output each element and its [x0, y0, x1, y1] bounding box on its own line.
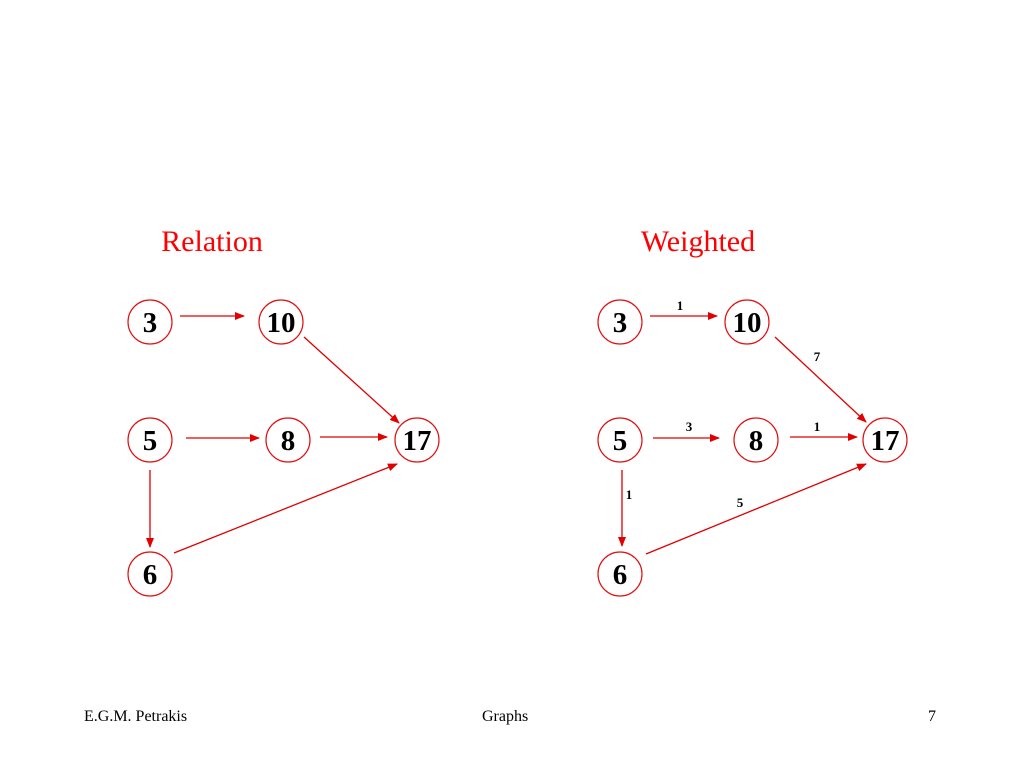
edge-weight-5-to-6: 1 — [626, 487, 633, 502]
weighted-graph-title: Weighted — [641, 225, 755, 258]
node-label-3: 3 — [143, 307, 158, 339]
edge-arrow-10-to-17 — [774, 336, 867, 423]
node-circle-10 — [724, 299, 770, 345]
node-label-6: 6 — [143, 559, 158, 591]
edge-weight-10-to-17: 7 — [814, 349, 821, 364]
node-circle-6 — [597, 551, 643, 597]
edge-arrow-6-to-17 — [173, 463, 398, 554]
node-label-3: 3 — [613, 307, 628, 339]
node-circle-6 — [127, 551, 173, 597]
edge-weight-5-to-8: 3 — [686, 419, 693, 434]
node-label-8: 8 — [749, 425, 764, 457]
node-label-8: 8 — [281, 425, 296, 457]
node-circle-3 — [597, 299, 643, 345]
footer-topic: Graphs — [482, 708, 529, 725]
node-circle-5 — [127, 417, 173, 463]
edge-weight-6-to-17: 5 — [737, 495, 744, 510]
node-label-6: 6 — [613, 559, 628, 591]
node-label-17: 17 — [871, 425, 900, 457]
node-label-10: 10 — [267, 307, 296, 339]
node-circle-3 — [127, 299, 173, 345]
footer-author: E.G.M. Petrakis — [84, 708, 188, 725]
node-label-10: 10 — [733, 307, 762, 339]
node-label-5: 5 — [143, 425, 158, 457]
node-circle-5 — [597, 417, 643, 463]
relation-graph-title: Relation — [161, 225, 263, 258]
edge-weight-8-to-17: 1 — [814, 419, 821, 434]
node-label-17: 17 — [403, 425, 432, 457]
footer-page-number: 7 — [928, 708, 936, 725]
node-circle-8 — [733, 417, 779, 463]
relation-graph: 3 10 5 8 17 6 — [127, 299, 440, 597]
node-circle-17 — [862, 417, 908, 463]
edge-arrow-6-to-17 — [645, 463, 867, 555]
node-circle-8 — [265, 417, 311, 463]
node-circle-10 — [258, 299, 304, 345]
node-circle-17 — [394, 417, 440, 463]
node-label-5: 5 — [613, 425, 628, 457]
edge-weight-3-to-10: 1 — [677, 298, 684, 313]
edge-arrow-10-to-17 — [303, 336, 400, 424]
